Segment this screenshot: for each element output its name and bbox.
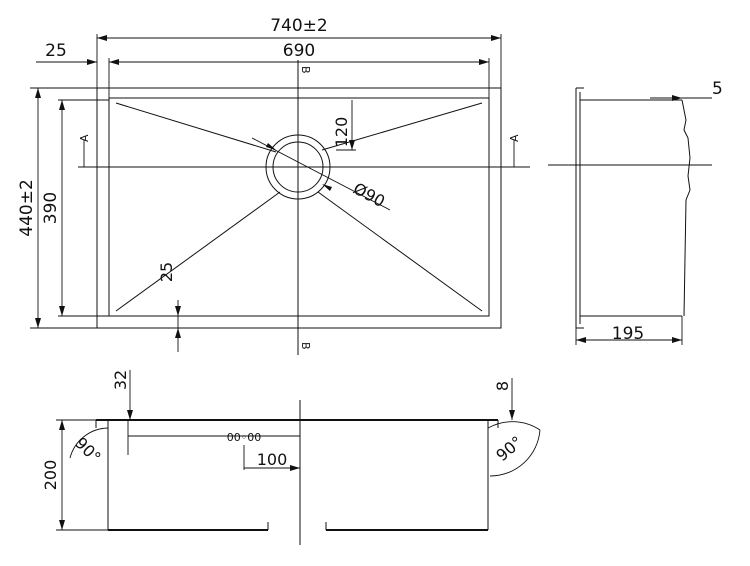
dim-flange: 25 bbox=[45, 41, 67, 61]
dim-angle-left: 90° bbox=[71, 433, 104, 466]
fold-line bbox=[321, 102, 483, 151]
left-dimensions: 440±2 390 A A bbox=[17, 87, 521, 329]
dim-inner-height: 390 bbox=[41, 192, 61, 224]
dim-overall-height: 440±2 bbox=[17, 179, 37, 237]
dim-side-lip: 5 bbox=[712, 79, 723, 99]
side-view: 195 5 bbox=[548, 79, 723, 345]
dim-inner-width: 690 bbox=[283, 41, 315, 61]
section-label-a-left: A bbox=[78, 134, 91, 142]
dim-overflow-offset: 100 bbox=[257, 450, 288, 469]
section-label-b-bottom: B bbox=[299, 342, 312, 350]
dim-section-depth: 200 bbox=[41, 460, 60, 491]
outer-rim bbox=[96, 87, 502, 329]
inner-bowl bbox=[108, 97, 490, 317]
top-view bbox=[78, 60, 530, 355]
fold-line bbox=[115, 191, 281, 312]
fold-line bbox=[115, 102, 277, 153]
section-label-a-right: A bbox=[508, 134, 521, 142]
section-label-b-top: B bbox=[299, 66, 312, 74]
dim-corner: 25 bbox=[157, 262, 176, 282]
section-view: 00◦00 32 100 8 200 90° 90° bbox=[41, 370, 541, 545]
dim-edge-thickness: 8 bbox=[493, 381, 512, 391]
dim-drain-offset: 120 bbox=[332, 117, 351, 148]
dim-angle-right: 90° bbox=[492, 432, 526, 465]
dim-depth: 195 bbox=[612, 324, 644, 344]
top-dimensions: 740±2 690 25 B B bbox=[36, 16, 502, 350]
drain-leader bbox=[251, 137, 391, 211]
fold-line bbox=[317, 191, 483, 312]
dim-top-thickness: 32 bbox=[111, 370, 130, 390]
drain-dimensions: 120 Ø90 25 bbox=[157, 100, 388, 352]
dim-overall-width: 740±2 bbox=[270, 16, 328, 36]
overflow-fitting: 00◦00 bbox=[227, 431, 261, 444]
